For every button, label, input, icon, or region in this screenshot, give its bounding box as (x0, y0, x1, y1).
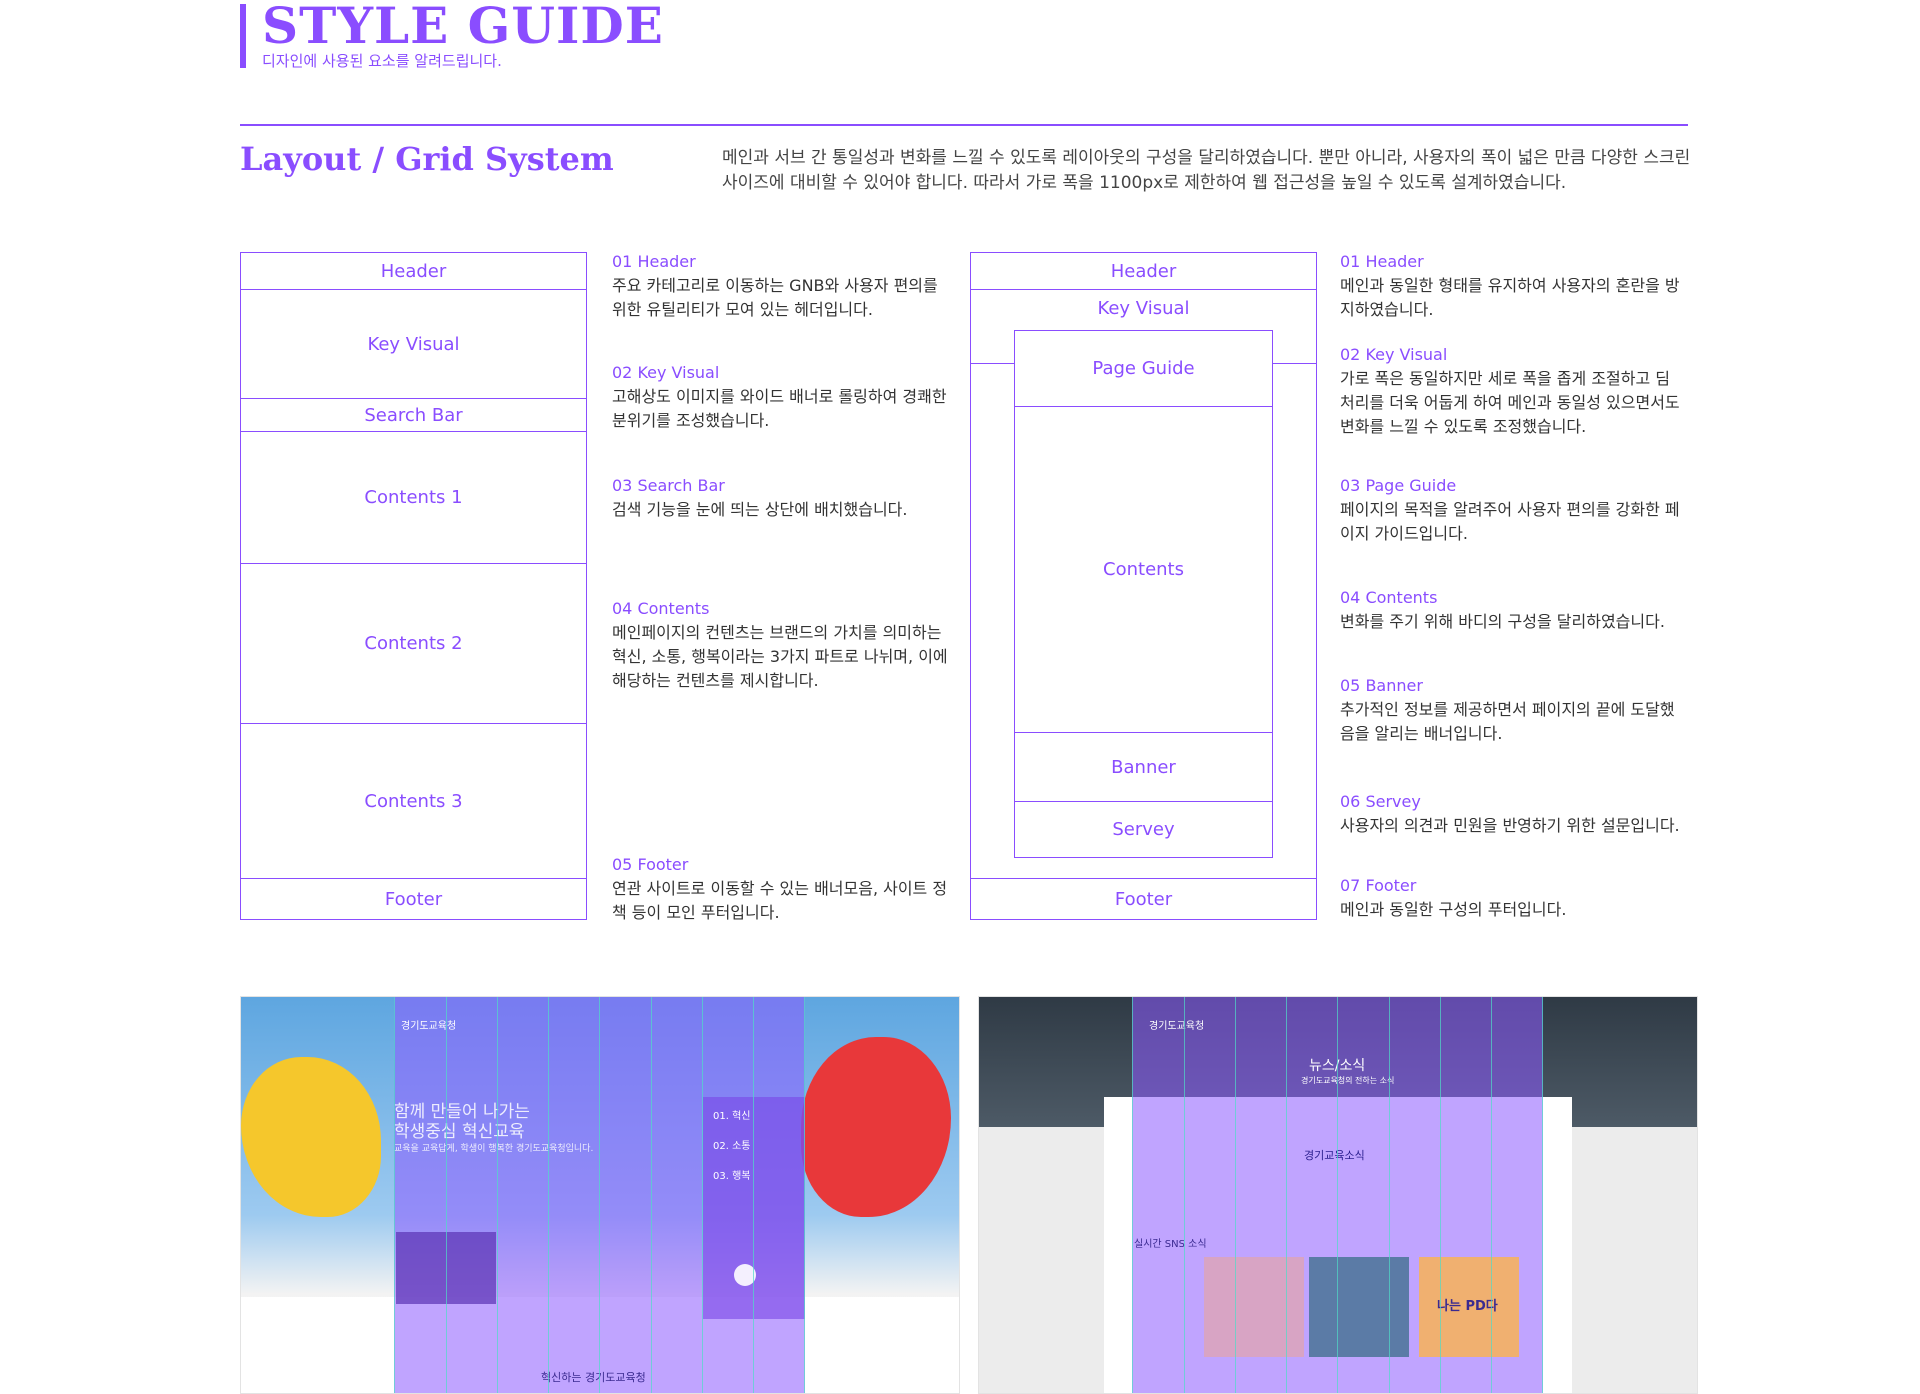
sub-desc-header: 01 Header 메인과 동일한 형태를 유지하여 사용자의 혼란을 방지하였… (1340, 250, 1680, 322)
grid-column-line (497, 997, 498, 1393)
desc-title: 01 Header (612, 252, 696, 271)
wf-sub-contents: Contents (1014, 406, 1273, 733)
main-desc-search-bar: 03 Search Bar 검색 기능을 눈에 띄는 상단에 배치했습니다. (612, 474, 952, 522)
wf-main-key-visual: Key Visual (240, 289, 587, 399)
grid-column-line (804, 997, 805, 1393)
sns-thumb-2[interactable] (1309, 1257, 1409, 1357)
desc-text: 메인과 동일한 구성의 푸터입니다. (1340, 900, 1567, 919)
sns-thumb-1[interactable] (1204, 1257, 1304, 1357)
play-icon[interactable] (734, 1264, 756, 1286)
main-headline-sub: 교육을 교육답게, 학생이 행복한 경기도교육청입니다. (394, 1144, 594, 1154)
desc-text: 메인과 동일한 형태를 유지하여 사용자의 혼란을 방지하였습니다. (1340, 276, 1680, 319)
desc-title: 04 Contents (1340, 588, 1438, 607)
red-figure-image (801, 1037, 951, 1217)
desc-text: 사용자의 의견과 민원을 반영하기 위한 설문입니다. (1340, 816, 1680, 835)
grid-column-line (1286, 997, 1287, 1393)
desc-text: 페이지의 목적을 알려주어 사용자 편의를 강화한 페이지 가이드입니다. (1340, 500, 1680, 543)
sub-desc-page-guide: 03 Page Guide 페이지의 목적을 알려주어 사용자 편의를 강화한 … (1340, 474, 1680, 546)
grid-column-line (1389, 997, 1390, 1393)
grid-column-line (446, 997, 447, 1393)
desc-text: 변화를 주기 위해 바디의 구성을 달리하였습니다. (1340, 612, 1665, 631)
sub-desc-servey: 06 Servey 사용자의 의견과 민원을 반영하기 위한 설문입니다. (1340, 790, 1680, 838)
grid-column-line (702, 997, 703, 1393)
wf-sub-servey: Servey (1014, 801, 1273, 858)
desc-text: 고해상도 이미지를 와이드 배너로 롤링하여 경쾌한 분위기를 조성했습니다. (612, 387, 947, 430)
main-desc-key-visual: 02 Key Visual 고해상도 이미지를 와이드 배너로 롤링하여 경쾌한… (612, 361, 952, 433)
desc-text: 주요 카테고리로 이동하는 GNB와 사용자 편의를 위한 유틸리티가 모여 있… (612, 276, 938, 319)
desc-text: 연관 사이트로 이동할 수 있는 배너모음, 사이트 정책 등이 모인 푸터입니… (612, 879, 948, 922)
main-headline-1: 함께 만들어 나가는 (394, 1102, 530, 1122)
yellow-figure-image (241, 1057, 381, 1217)
grid-column-line (1337, 997, 1338, 1393)
sub-brand: 경기교육소식 (1304, 1149, 1365, 1162)
title-accent-bar (240, 4, 246, 68)
sub-desc-banner: 05 Banner 추가적인 정보를 제공하면서 페이지의 끝에 도달했음을 알… (1340, 674, 1680, 746)
wf-sub-header: Header (970, 252, 1317, 290)
main-desc-footer: 05 Footer 연관 사이트로 이동할 수 있는 배너모음, 사이트 정책 … (612, 853, 952, 925)
wf-sub-page-guide: Page Guide (1014, 330, 1273, 407)
desc-title: 02 Key Visual (612, 363, 720, 382)
section-title: Layout / Grid System (240, 140, 614, 178)
wf-main-contents-3: Contents 3 (240, 723, 587, 879)
main-headline-2: 학생중심 혁신교육 (394, 1122, 525, 1142)
grid-column-line (599, 997, 600, 1393)
sub-desc-key-visual: 02 Key Visual 가로 폭은 동일하지만 세로 폭을 좁게 조절하고 … (1340, 343, 1680, 439)
wf-main-contents-2: Contents 2 (240, 563, 587, 724)
sub-sns-title: 실시간 SNS 소식 (1134, 1239, 1207, 1250)
desc-text: 검색 기능을 눈에 띄는 상단에 배치했습니다. (612, 500, 908, 519)
desc-text: 메인페이지의 컨텐츠는 브랜드의 가치를 의미하는 혁신, 소통, 행복이라는 … (612, 623, 948, 690)
desc-title: 03 Search Bar (612, 476, 725, 495)
wf-main-contents-1: Contents 1 (240, 431, 587, 564)
desc-title: 03 Page Guide (1340, 476, 1457, 495)
sub-page-subtitle: 경기도교육청의 전하는 소식 (1301, 1076, 1395, 1085)
card-happiness[interactable]: 03. 행복 (713, 1171, 751, 1182)
desc-title: 01 Header (1340, 252, 1424, 271)
grid-column-line (1235, 997, 1236, 1393)
desc-text: 추가적인 정보를 제공하면서 페이지의 끝에 도달했음을 알리는 배너입니다. (1340, 700, 1675, 743)
main-card-panel: 01. 혁신 02. 소통 03. 행복 (703, 1097, 805, 1319)
grid-column-line (1491, 997, 1492, 1393)
grid-column-line (1184, 997, 1185, 1393)
grid-column-line (548, 997, 549, 1393)
main-desc-header: 01 Header 주요 카테고리로 이동하는 GNB와 사용자 편의를 위한 … (612, 250, 952, 322)
wf-sub-banner: Banner (1014, 732, 1273, 802)
grid-column-line (394, 997, 395, 1393)
desc-title: 06 Servey (1340, 792, 1421, 811)
main-page-screenshot: 경기도교육청 함께 만들어 나가는 학생중심 혁신교육 교육을 교육답게, 학생… (240, 996, 960, 1394)
desc-title: 02 Key Visual (1340, 345, 1448, 364)
desc-title: 07 Footer (1340, 876, 1417, 895)
wf-main-header: Header (240, 252, 587, 290)
wf-main-footer: Footer (240, 878, 587, 920)
grid-column-line (1132, 997, 1133, 1393)
wf-main-search-bar: Search Bar (240, 398, 587, 432)
page-subtitle: 디자인에 사용된 요소를 알려드립니다. (262, 52, 502, 70)
grid-column-line (753, 997, 754, 1393)
card-innovation[interactable]: 01. 혁신 (713, 1111, 751, 1122)
grid-column-line (1542, 997, 1543, 1393)
sub-desc-footer: 07 Footer 메인과 동일한 구성의 푸터입니다. (1340, 874, 1680, 922)
desc-title: 04 Contents (612, 599, 710, 618)
desc-title: 05 Footer (612, 855, 689, 874)
desc-text: 가로 폭은 동일하지만 세로 폭을 좁게 조절하고 딤 처리를 더욱 어둡게 하… (1340, 369, 1680, 436)
divider (240, 124, 1688, 126)
sns-badge: 나는 PD다 (1437, 1299, 1498, 1314)
page-title: STYLE GUIDE (262, 0, 664, 55)
grid-column-line (1440, 997, 1441, 1393)
main-desc-contents: 04 Contents 메인페이지의 컨텐츠는 브랜드의 가치를 의미하는 혁신… (612, 597, 952, 693)
wf-sub-footer: Footer (970, 878, 1317, 920)
sub-logo: 경기도교육청 (1149, 1021, 1205, 1032)
section-description: 메인과 서브 간 통일성과 변화를 느낄 수 있도록 레이아웃의 구성을 달리하… (722, 148, 1691, 193)
grid-column-line (651, 997, 652, 1393)
sub-desc-contents: 04 Contents 변화를 주기 위해 바디의 구성을 달리하였습니다. (1340, 586, 1680, 634)
card-communication[interactable]: 02. 소통 (713, 1141, 751, 1152)
sub-page-screenshot: 경기도교육청 뉴스/소식 경기도교육청의 전하는 소식 경기교육소식 실시간 S… (978, 996, 1698, 1394)
main-logo: 경기도교육청 (401, 1021, 457, 1032)
sns-thumb-3[interactable]: 나는 PD다 (1419, 1257, 1519, 1357)
main-footer-logo: 혁신하는 경기도교육청 (541, 1371, 646, 1384)
desc-title: 05 Banner (1340, 676, 1423, 695)
